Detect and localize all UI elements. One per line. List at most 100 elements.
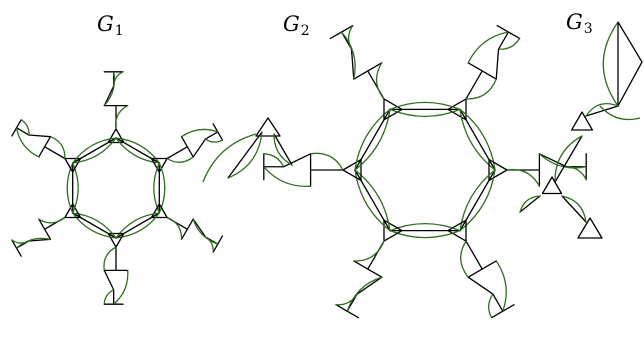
curved-edge bbox=[554, 135, 583, 183]
frame-edge bbox=[273, 133, 293, 166]
triangle-face bbox=[107, 128, 125, 144]
curved-edge bbox=[389, 230, 461, 239]
curved-edge bbox=[72, 137, 117, 164]
curved-edge bbox=[11, 239, 30, 244]
triangle-face bbox=[467, 260, 497, 278]
curved-edge bbox=[153, 162, 160, 214]
frame-edge bbox=[166, 146, 189, 160]
graph-label-index: 1 bbox=[114, 23, 124, 39]
curved-edge bbox=[561, 195, 587, 223]
curved-edge bbox=[115, 212, 160, 239]
curved-edge bbox=[354, 169, 391, 232]
curved-edge bbox=[389, 108, 461, 117]
curved-edge bbox=[346, 276, 383, 312]
frame-edge bbox=[467, 276, 494, 295]
curved-edge bbox=[15, 127, 40, 158]
curved-edge bbox=[113, 71, 124, 87]
curved-edge bbox=[459, 169, 496, 231]
triangle-face bbox=[342, 158, 362, 182]
curved-edge bbox=[205, 138, 223, 143]
curved-edge bbox=[495, 260, 507, 312]
curved-edge bbox=[353, 240, 385, 262]
curved-edge bbox=[375, 62, 385, 100]
graph-g1 bbox=[11, 71, 224, 305]
frame-edge bbox=[561, 195, 587, 223]
graph-label-index: 3 bbox=[583, 21, 593, 37]
frame-edge bbox=[554, 135, 583, 183]
triangle-face bbox=[11, 119, 22, 137]
graph-label-letter: G bbox=[97, 12, 114, 36]
curved-edge bbox=[389, 101, 461, 110]
triangle-face bbox=[64, 157, 82, 173]
frame-edge bbox=[72, 137, 117, 164]
curved-edge bbox=[467, 31, 509, 64]
curved-edge bbox=[460, 240, 469, 278]
graph-label-letter: G bbox=[566, 10, 583, 34]
curved-edge bbox=[459, 109, 496, 171]
frame-edge bbox=[356, 276, 383, 295]
frame-edge bbox=[465, 240, 483, 270]
curved-edge bbox=[103, 289, 114, 305]
curved-edge bbox=[50, 136, 66, 159]
curved-edge bbox=[72, 137, 117, 164]
curved-edge bbox=[566, 166, 587, 181]
curved-edge bbox=[115, 137, 160, 164]
curved-edge bbox=[354, 109, 391, 171]
triangle-face bbox=[180, 218, 194, 240]
curved-edge bbox=[341, 31, 356, 80]
frame-edge bbox=[192, 138, 207, 158]
frame-edge bbox=[354, 108, 391, 171]
curved-edge bbox=[103, 246, 117, 271]
curved-edge bbox=[166, 216, 183, 240]
frame-edge bbox=[103, 269, 115, 291]
frame-edge bbox=[350, 48, 355, 80]
curved-edge bbox=[459, 108, 496, 171]
curved-edge bbox=[354, 108, 391, 171]
triangle-face bbox=[577, 217, 603, 239]
curved-edge bbox=[273, 133, 293, 166]
curved-edge bbox=[115, 212, 160, 239]
triangle-face bbox=[64, 203, 82, 219]
triangle-face bbox=[496, 24, 521, 40]
triangle-face bbox=[467, 62, 497, 80]
curved-edge bbox=[227, 131, 263, 179]
graph-g2 bbox=[202, 24, 587, 319]
curved-edge bbox=[205, 236, 214, 253]
frame-edge bbox=[465, 70, 483, 100]
frame-edge bbox=[115, 137, 160, 164]
triangle-face bbox=[150, 157, 168, 173]
triangle-face bbox=[329, 24, 354, 40]
curved-edge bbox=[498, 38, 521, 50]
triangle-face bbox=[447, 219, 467, 242]
frame-edge bbox=[492, 293, 504, 312]
curved-edge bbox=[115, 105, 129, 130]
graph-g3 bbox=[519, 21, 643, 239]
curved-edge bbox=[599, 105, 641, 121]
frame-edge bbox=[459, 108, 496, 171]
triangle-face bbox=[38, 136, 52, 158]
frame-edge bbox=[43, 146, 66, 160]
frame-edge bbox=[115, 212, 160, 239]
triangle-face bbox=[180, 136, 194, 158]
frame-edge bbox=[538, 153, 568, 168]
curved-edge bbox=[488, 293, 494, 319]
curved-edge bbox=[72, 162, 79, 214]
curved-edge bbox=[602, 21, 619, 107]
curved-edge bbox=[519, 195, 541, 213]
triangle-face bbox=[38, 218, 52, 240]
curved-edge bbox=[389, 223, 461, 232]
frame-edge bbox=[192, 218, 207, 238]
frame-edge bbox=[495, 48, 500, 80]
curved-edge bbox=[66, 162, 74, 214]
curved-edge bbox=[115, 137, 160, 164]
graph-label-g2: G2 bbox=[283, 14, 310, 39]
curved-edge bbox=[158, 162, 166, 214]
curved-edge bbox=[72, 212, 117, 239]
triangle-face bbox=[541, 176, 563, 195]
frame-edge bbox=[282, 153, 312, 168]
curved-edge bbox=[20, 119, 30, 136]
triangle-face bbox=[447, 98, 467, 121]
curved-edge bbox=[538, 153, 587, 169]
frame-edge bbox=[103, 85, 115, 107]
